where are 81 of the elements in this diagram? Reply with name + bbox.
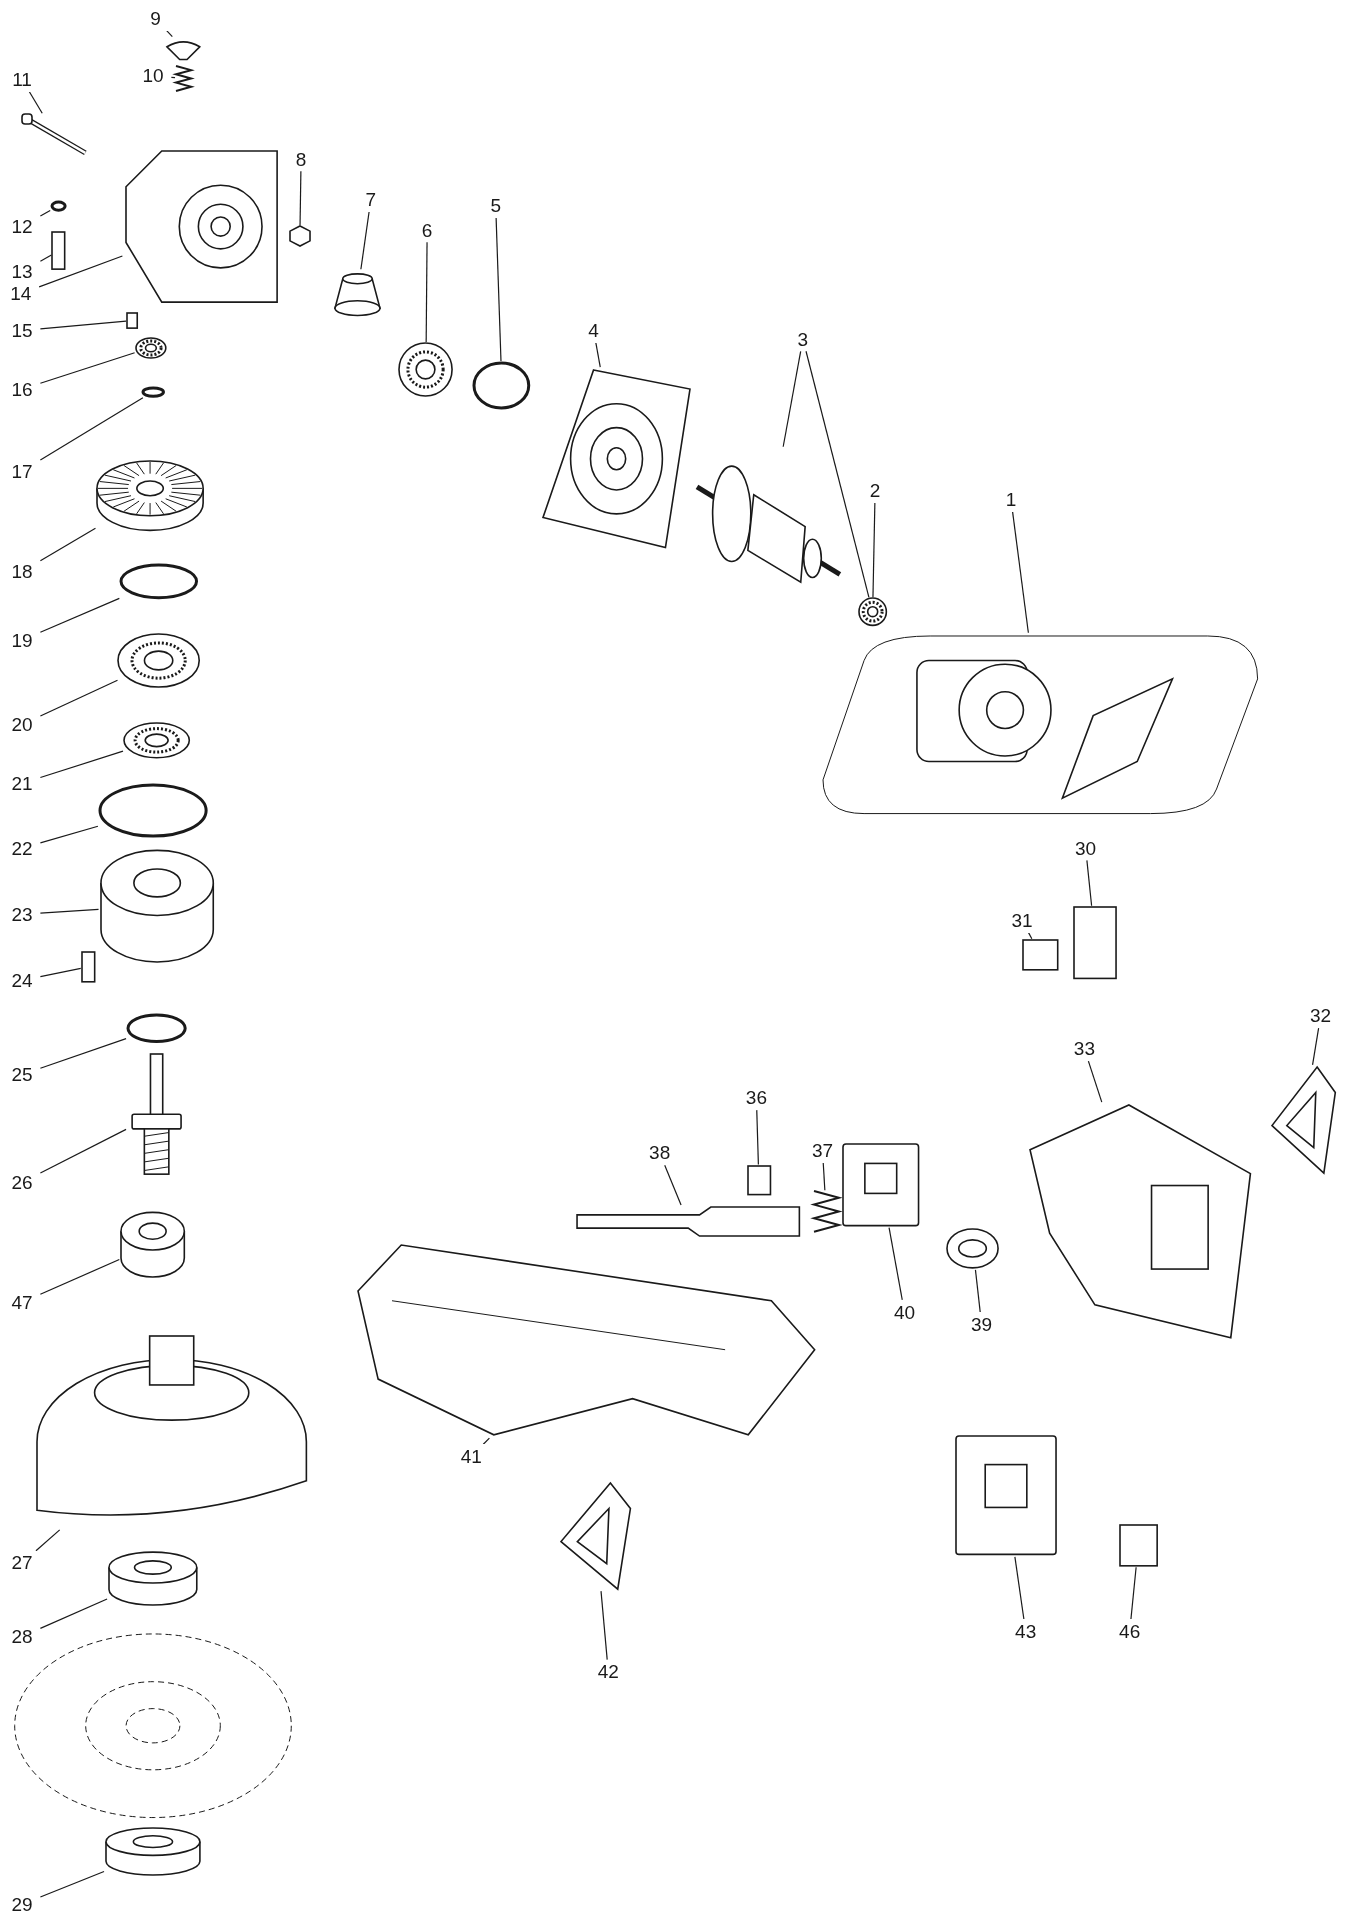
leader-line (1014, 1556, 1025, 1620)
terminal-drawing (746, 1164, 772, 1196)
plate-drawing (540, 367, 694, 551)
leader-line (39, 397, 144, 461)
leader-line (39, 825, 99, 844)
bearing-drawing (857, 597, 888, 627)
leader-line (664, 1164, 682, 1206)
leader-line (39, 679, 119, 717)
leader-line (360, 211, 370, 270)
leader-line (39, 1870, 105, 1898)
bearing-box-drawing (98, 847, 215, 964)
ring-drawing (97, 782, 209, 838)
leader-line (974, 1269, 981, 1313)
bearing-drawing (123, 722, 191, 759)
ring-drawing (126, 1012, 188, 1044)
collar-drawing (119, 1211, 187, 1279)
leader-line (595, 342, 601, 368)
leader-line (756, 1109, 759, 1166)
label-plate-drawing (1022, 938, 1059, 971)
leader-line (39, 967, 82, 978)
leader-line (39, 1598, 108, 1629)
leader-line (35, 1529, 61, 1552)
leader-line (600, 1590, 608, 1661)
ring-drawing (119, 563, 199, 600)
leader-line (39, 352, 136, 384)
bearing-drawing (134, 336, 167, 359)
ring-drawing (50, 199, 68, 212)
ring-drawing (140, 385, 166, 398)
label-plate-drawing (1073, 905, 1118, 980)
leader-line (888, 1227, 903, 1301)
spring-drawing (175, 64, 193, 92)
leader-line (166, 30, 173, 38)
bracket-drawing (559, 1480, 633, 1592)
leader-line (1011, 511, 1029, 634)
leader-line (805, 350, 870, 598)
spring-drawing (812, 1190, 840, 1234)
screw-drawing (80, 951, 96, 983)
leader-line (1311, 1027, 1320, 1066)
flange-drawing (107, 1551, 199, 1607)
nut-drawing (288, 225, 311, 248)
leader-line (39, 908, 100, 914)
leader-line (28, 91, 43, 114)
bearing-drawing (117, 633, 201, 689)
leader-line (1086, 859, 1093, 907)
leader-line (38, 255, 123, 288)
leader-line (1027, 932, 1033, 940)
leader-line (39, 320, 127, 330)
leader-line (39, 254, 52, 262)
label-plate-drawing (1118, 1524, 1158, 1568)
ring-drawing (472, 361, 532, 410)
leader-line (39, 597, 120, 633)
button-drawing (945, 1227, 1001, 1270)
leader-line (425, 241, 428, 343)
bevel-gear-drawing (95, 458, 206, 533)
leader-line (39, 1258, 120, 1295)
leader-line (39, 527, 97, 562)
leader-line (822, 1162, 826, 1191)
leader-line (482, 1437, 490, 1445)
leader-line (39, 209, 51, 217)
bearing-drawing (398, 342, 454, 398)
terminal-block-drawing (954, 1434, 1059, 1557)
lever-drawing (574, 1204, 802, 1238)
leader-line (1087, 1060, 1103, 1103)
leader-line (299, 170, 302, 226)
housing-drawing (354, 1242, 818, 1439)
leader-line (495, 217, 502, 362)
bolt-drawing (21, 113, 89, 157)
flange-drawing (104, 1827, 202, 1877)
leader-line (39, 1038, 127, 1069)
pin-drawing (51, 231, 67, 271)
motor-assembly-drawing (820, 632, 1261, 817)
pin-drawing (126, 312, 139, 330)
switch-drawing (841, 1141, 921, 1228)
housing-drawing (1027, 1102, 1254, 1341)
leader-line (39, 750, 124, 779)
leader-line (39, 1128, 127, 1174)
leader-line (170, 76, 176, 79)
bracket-drawing (1269, 1064, 1338, 1175)
leader-line (872, 502, 876, 598)
leader-line (1130, 1566, 1137, 1620)
leader-line (782, 350, 802, 448)
